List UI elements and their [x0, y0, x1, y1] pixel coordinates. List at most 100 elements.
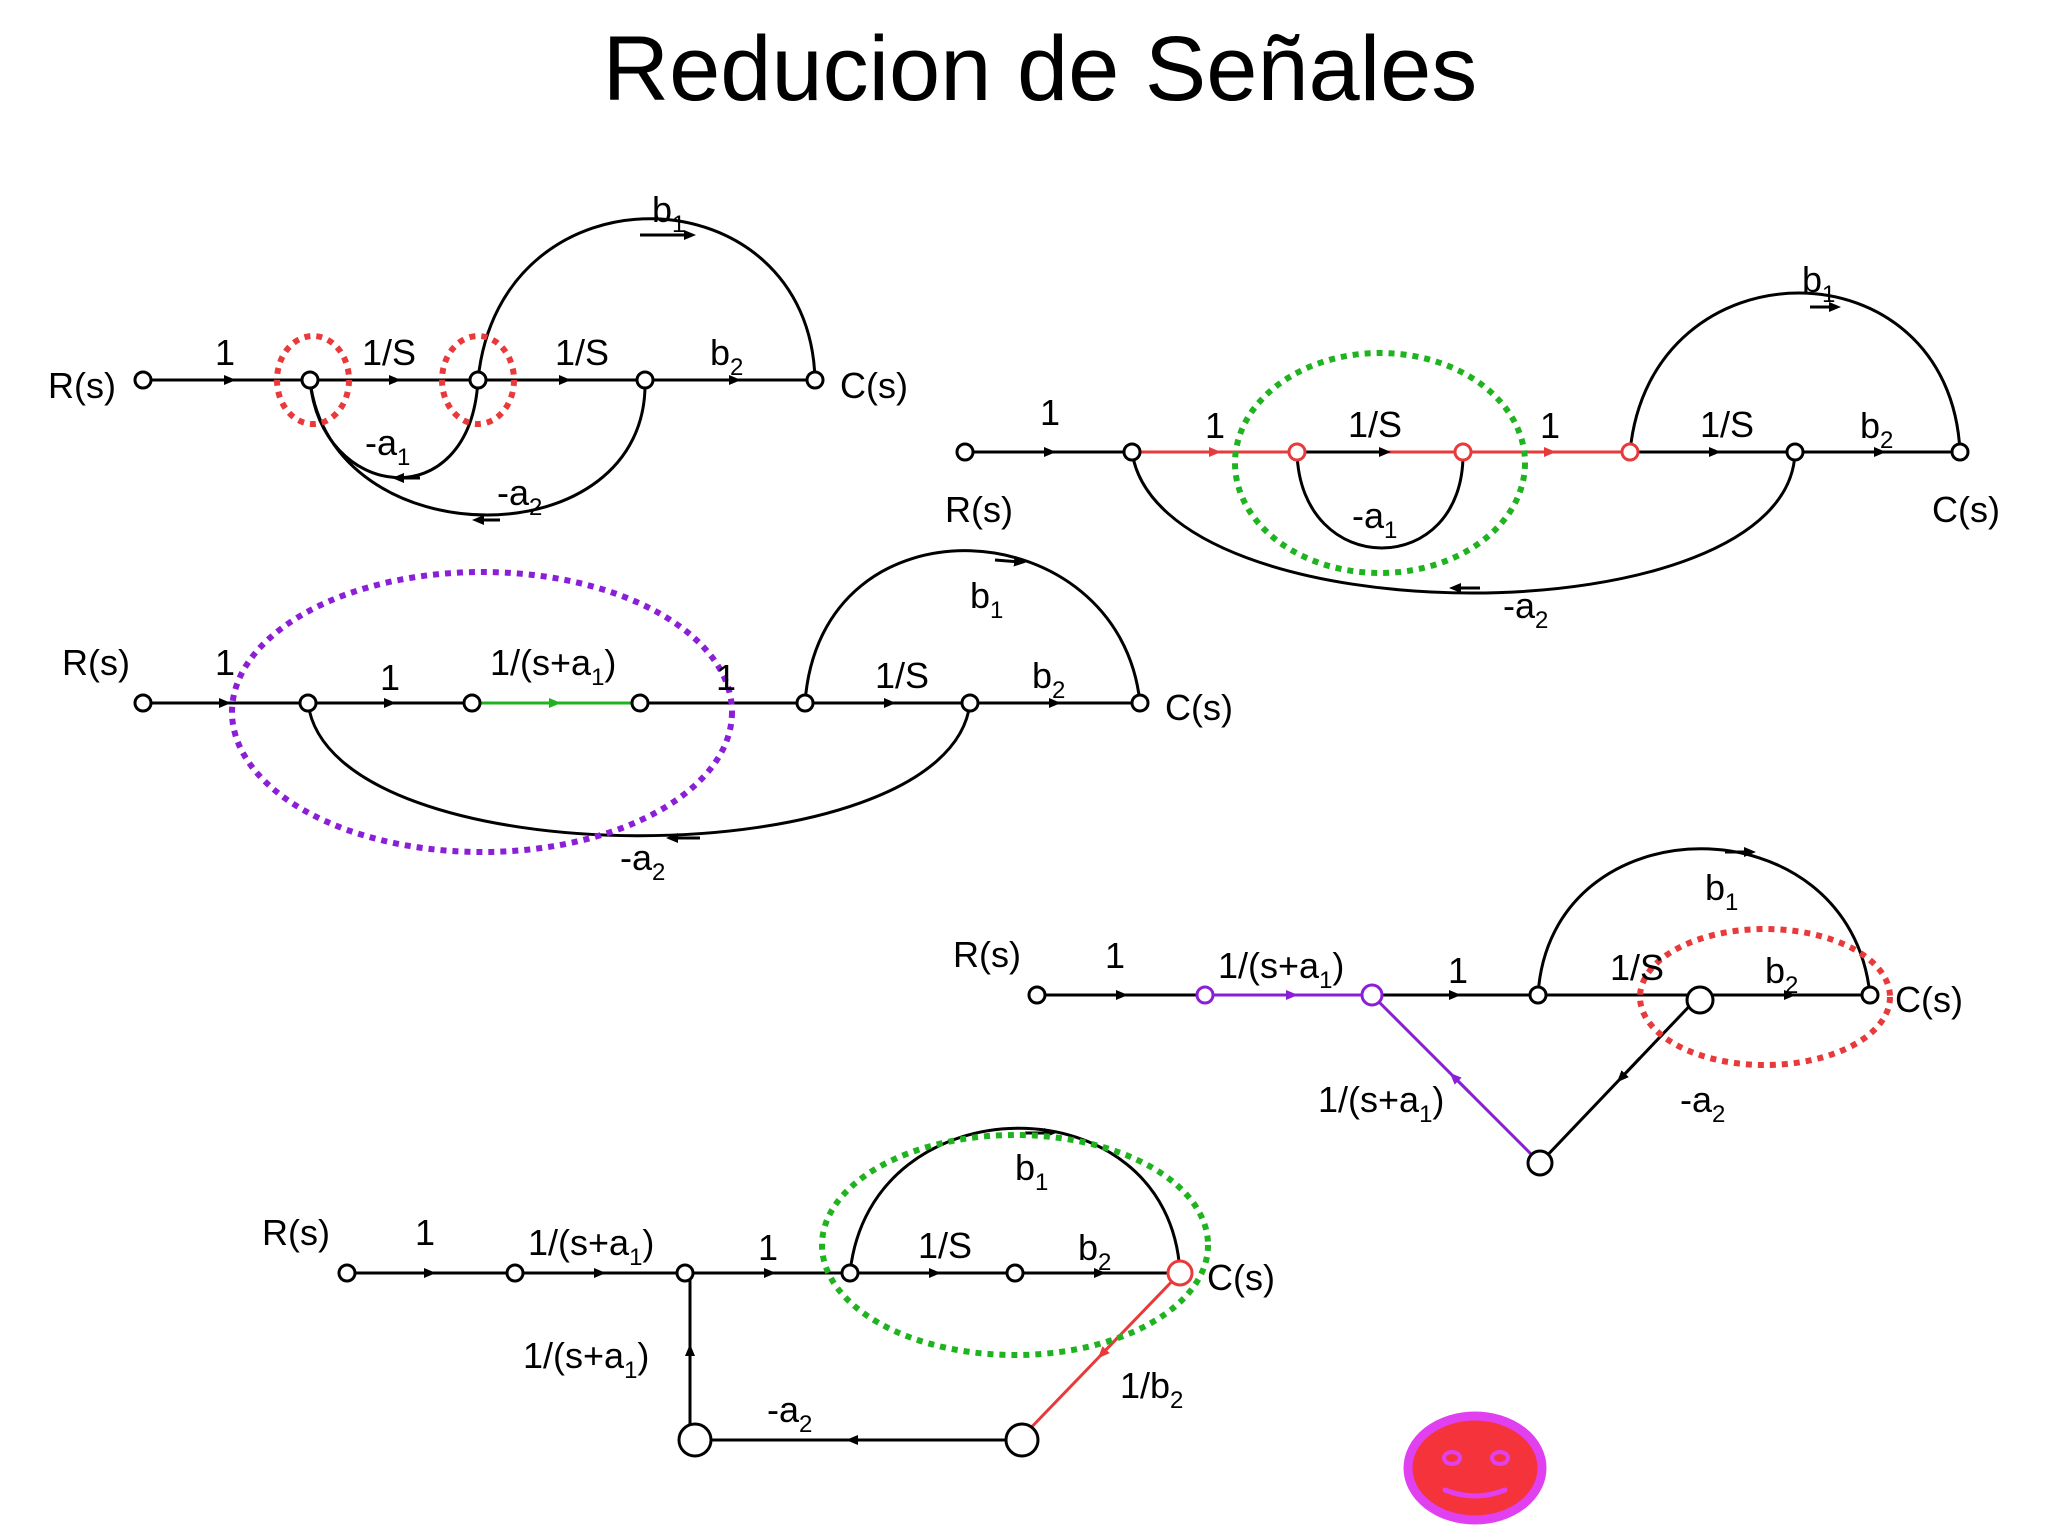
diagram-step-2: R(s) C(s) 1 1 1 1/S 1/S b1 b2 -a1 -a2: [945, 259, 2000, 634]
label-output: C(s): [1165, 687, 1233, 728]
label-gain: 1: [1040, 392, 1060, 433]
label-gain: 1: [215, 332, 235, 373]
diagram-original: R(s) C(s) 1 1/S 1/S b1 b2 -a1 -a2: [48, 189, 908, 525]
label-tf-feedback: 1/(s+a1): [1318, 1079, 1444, 1128]
fb-a1-loop: [1295, 451, 1465, 550]
label-output: C(s): [1932, 489, 2000, 530]
fb-a2-loop: [306, 702, 972, 838]
node: [1620, 442, 1640, 462]
node: [1526, 1149, 1554, 1177]
label-output: C(s): [1207, 1257, 1275, 1298]
label-b1: b1: [1015, 1147, 1048, 1196]
label-output: C(s): [840, 365, 908, 406]
label-gain: 1: [215, 642, 235, 683]
label-tf: 1/(s+a1): [490, 642, 616, 691]
label-gain: 1: [1205, 405, 1225, 446]
label-b2: b2: [1032, 655, 1065, 704]
node: [1785, 442, 1805, 462]
label-input: R(s): [945, 489, 1013, 530]
node: [805, 370, 825, 390]
label-b2: b2: [1078, 1227, 1111, 1276]
label-input: R(s): [48, 365, 116, 406]
label-b2: b2: [1765, 950, 1798, 999]
node: [1027, 985, 1047, 1005]
highlight-ring-purple: [229, 569, 735, 855]
label-tf: 1/(s+a1): [1218, 945, 1344, 994]
node: [462, 693, 482, 713]
label-input: R(s): [62, 642, 130, 683]
node: [795, 693, 815, 713]
node: [1130, 693, 1150, 713]
label-fb-a2: -a2: [620, 837, 665, 886]
label-gain: 1: [758, 1227, 778, 1268]
label-fb-a2: -a2: [497, 472, 542, 521]
highlight-ring-green: [1232, 350, 1528, 576]
label-b1: b1: [1705, 867, 1738, 916]
node: [1360, 983, 1384, 1007]
b1-branch: [476, 217, 817, 381]
label-input: R(s): [262, 1212, 330, 1253]
node: [675, 1263, 695, 1283]
highlight-ring-green: [819, 1132, 1211, 1358]
node: [133, 370, 153, 390]
smiley-face-icon: [1403, 1411, 1547, 1525]
label-inv-b2: 1/b2: [1120, 1365, 1183, 1414]
label-gain: 1/S: [1610, 947, 1664, 988]
label-b1: b1: [1802, 259, 1835, 308]
diagram-step-4: R(s) C(s) 1 1 1/(s+a1) 1/(s+a1) 1/S b1 b…: [953, 847, 1963, 1177]
node: [1528, 985, 1548, 1005]
node: [298, 693, 318, 713]
label-gain: 1: [380, 657, 400, 698]
fb-a2-edge: [1538, 993, 1702, 1165]
node: [635, 370, 655, 390]
label-tf: 1/(s+a1): [528, 1222, 654, 1271]
label-b2: b2: [1860, 405, 1893, 454]
node: [468, 370, 488, 390]
node: [630, 693, 650, 713]
edge-arrow: [994, 556, 1026, 567]
label-gain: 1/S: [1700, 404, 1754, 445]
diagram-step-3: R(s) C(s) 1 1 1 1/(s+a1) 1/S b1 b2 -a2: [62, 549, 1233, 886]
slide-title: Reducion de Señales: [603, 18, 1478, 120]
node: [840, 1263, 860, 1283]
b1-branch: [1628, 291, 1962, 453]
label-gain: 1/S: [362, 332, 416, 373]
fb-a2-loop: [1130, 451, 1797, 595]
node: [1685, 985, 1715, 1015]
label-gain: 1: [415, 1212, 435, 1253]
node: [1287, 442, 1307, 462]
label-gain: 1: [1105, 935, 1125, 976]
label-b1: b1: [970, 575, 1003, 624]
label-b1: b1: [652, 189, 685, 238]
label-b2: b2: [710, 332, 743, 381]
label-fb-a1: -a1: [365, 422, 410, 471]
label-gain: 1: [1448, 950, 1468, 991]
fb-a2-loop: [308, 379, 647, 517]
edge-arrow: [1097, 1333, 1122, 1359]
node: [1004, 1422, 1040, 1458]
b1-branch: [1536, 847, 1872, 996]
label-gain: 1: [1540, 405, 1560, 446]
label-gain: 1/S: [555, 332, 609, 373]
inv-b2-edge: [1020, 1271, 1182, 1439]
edge-arrow: [1616, 1056, 1642, 1083]
label-fb-a2: -a2: [1680, 1079, 1725, 1128]
node: [1950, 442, 1970, 462]
label-fb-a1: -a1: [1352, 495, 1397, 544]
highlight-ring-red: [274, 333, 352, 427]
label-gain: 1/S: [875, 655, 929, 696]
diagram-step-5: R(s) C(s) 1 1 1/(s+a1) 1/(s+a1) 1/S b1 b…: [262, 1126, 1275, 1458]
b1-branch: [848, 1126, 1182, 1274]
label-tf-feedback: 1/(s+a1): [523, 1335, 649, 1384]
label-fb-a2: -a2: [1503, 585, 1548, 634]
node: [960, 693, 980, 713]
label-fb-a2: -a2: [767, 1389, 812, 1438]
node: [1122, 442, 1142, 462]
b1-branch: [803, 549, 1142, 704]
node: [300, 370, 320, 390]
label-gain: 1/S: [1348, 404, 1402, 445]
label-output: C(s): [1895, 979, 1963, 1020]
node: [1166, 1259, 1194, 1287]
node: [337, 1263, 357, 1283]
